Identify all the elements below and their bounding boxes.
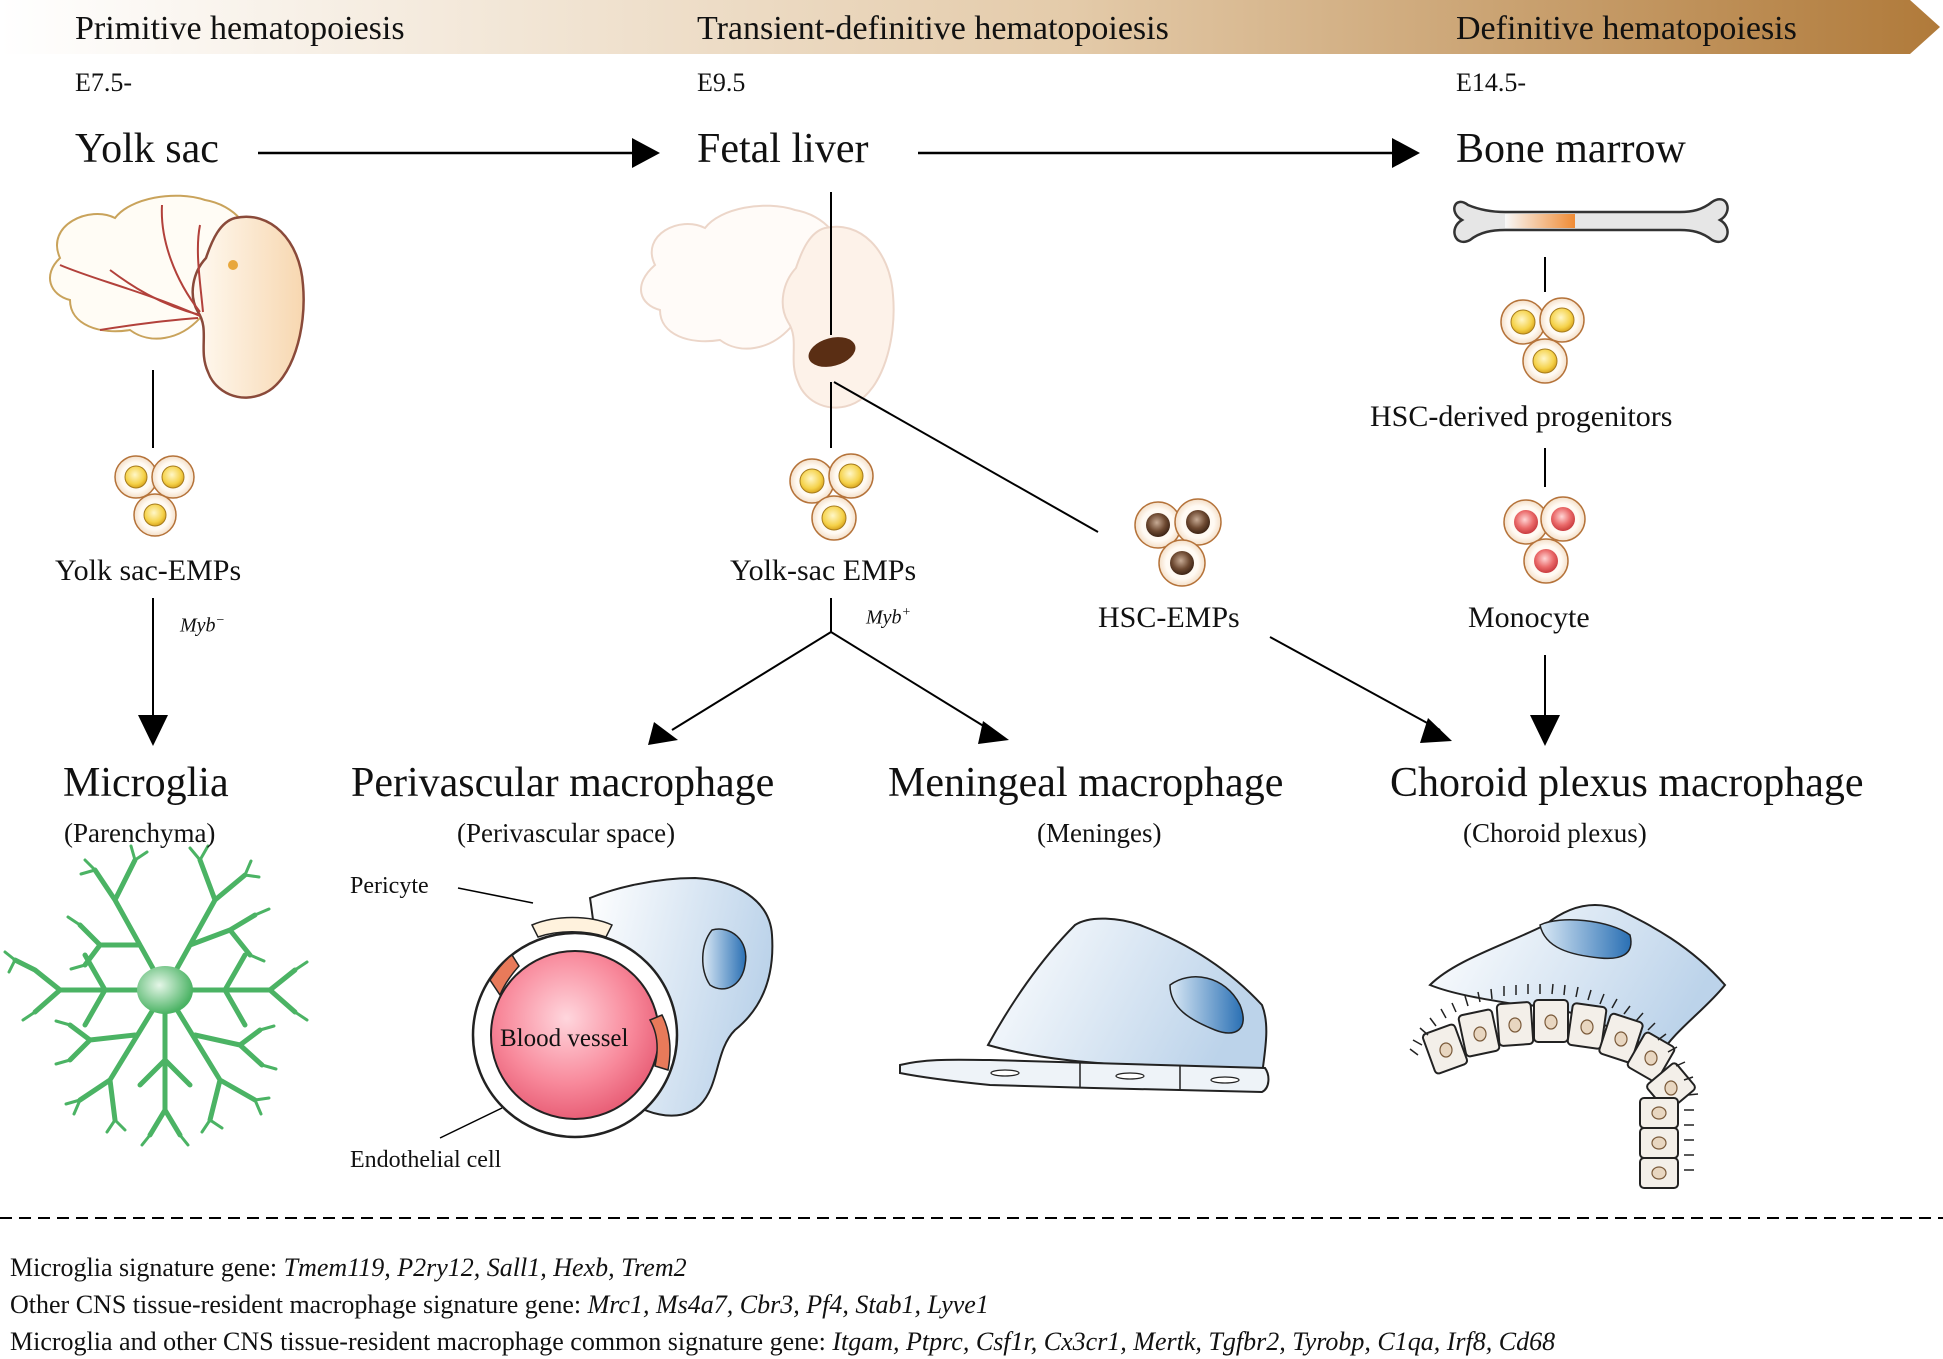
choroid-plexus-illustration [1409, 904, 1727, 1189]
signature-other-cns-genes: Mrc1, Ms4a7, Cbr3, Pf4, Stab1, Lyve1 [587, 1290, 989, 1319]
microglia-title: Microglia [63, 760, 229, 806]
signature-common-prefix: Microglia and other CNS tissue-resident … [10, 1327, 833, 1356]
fetal-liver-embryo-illustration [640, 204, 895, 409]
lineage-lines [152, 192, 1546, 731]
myb-positive-marker: Myb+ [866, 606, 911, 628]
microglia-illustration [3, 844, 309, 1147]
phase-definitive-label: Definitive hematopoiesis [1456, 10, 1797, 47]
meningeal-title: Meningeal macrophage [888, 760, 1284, 806]
blood-vessel-label: Blood vessel [500, 1025, 629, 1052]
fetal-liver-emps-label: Yolk-sac EMPs [730, 554, 917, 587]
meningeal-illustration [899, 917, 1270, 1094]
site-bone-marrow: Bone marrow [1456, 126, 1686, 172]
stage-bone-marrow: E14.5- [1456, 68, 1527, 97]
microglia-location: (Parenchyma) [64, 818, 216, 848]
fetal-liver-emp-cluster [789, 453, 874, 541]
choroid-location: (Choroid plexus) [1463, 818, 1647, 848]
fetal-liver-organ [808, 337, 856, 367]
monocyte-label: Monocyte [1468, 601, 1590, 634]
perivascular-illustration [439, 876, 774, 1139]
myb-negative-sign: − [215, 613, 225, 628]
site-yolk-sac: Yolk sac [75, 126, 219, 172]
phase-transient-label: Transient-definitive hematopoiesis [697, 10, 1169, 47]
yolk-sac-embryo-illustration [49, 194, 305, 399]
perivascular-title: Perivascular macrophage [351, 760, 775, 806]
phase-primitive-label: Primitive hematopoiesis [75, 10, 405, 47]
endothelial-label: Endothelial cell [350, 1147, 502, 1173]
stage-fetal-liver: E9.5 [697, 68, 746, 97]
myb-negative-marker: Myb− [180, 614, 225, 636]
signature-common: Microglia and other CNS tissue-resident … [10, 1329, 1555, 1355]
bone-illustration [1453, 198, 1729, 244]
yolk-sac-emps-label: Yolk sac-EMPs [55, 554, 242, 587]
site-arrows [258, 138, 1420, 168]
signature-common-genes: Itgam, Ptprc, Csf1r, Cx3cr1, Mertk, Tgfb… [832, 1327, 1556, 1356]
timeline-banner [0, 0, 1940, 54]
meningeal-location: (Meninges) [1037, 818, 1162, 848]
signature-microglia-genes: Tmem119, P2ry12, Sall1, Hexb, Trem2 [283, 1253, 687, 1282]
hsc-derived-progenitor-cluster [1500, 297, 1585, 384]
lineage-arrowheads [138, 715, 1560, 746]
monocyte-cluster [1503, 496, 1586, 584]
myb-positive-sign: + [901, 605, 911, 620]
hsc-emps-label: HSC-EMPs [1098, 601, 1240, 634]
signature-other-cns-prefix: Other CNS tissue-resident macrophage sig… [10, 1290, 588, 1319]
pericyte-label: Pericyte [350, 873, 429, 899]
hsc-emp-cluster [1134, 498, 1222, 587]
choroid-title: Choroid plexus macrophage [1390, 760, 1864, 806]
signature-other-cns: Other CNS tissue-resident macrophage sig… [10, 1292, 989, 1318]
yolk-sac-emp-cluster [114, 455, 195, 537]
stage-yolk-sac: E7.5- [75, 68, 133, 97]
signature-microglia-prefix: Microglia signature gene: [10, 1253, 284, 1282]
myb-positive-gene: Myb [866, 606, 902, 629]
site-fetal-liver: Fetal liver [697, 126, 869, 172]
signature-microglia: Microglia signature gene: Tmem119, P2ry1… [10, 1255, 687, 1281]
hsc-derived-label: HSC-derived progenitors [1370, 400, 1673, 433]
perivascular-location: (Perivascular space) [457, 818, 676, 848]
myb-negative-gene: Myb [180, 614, 216, 637]
